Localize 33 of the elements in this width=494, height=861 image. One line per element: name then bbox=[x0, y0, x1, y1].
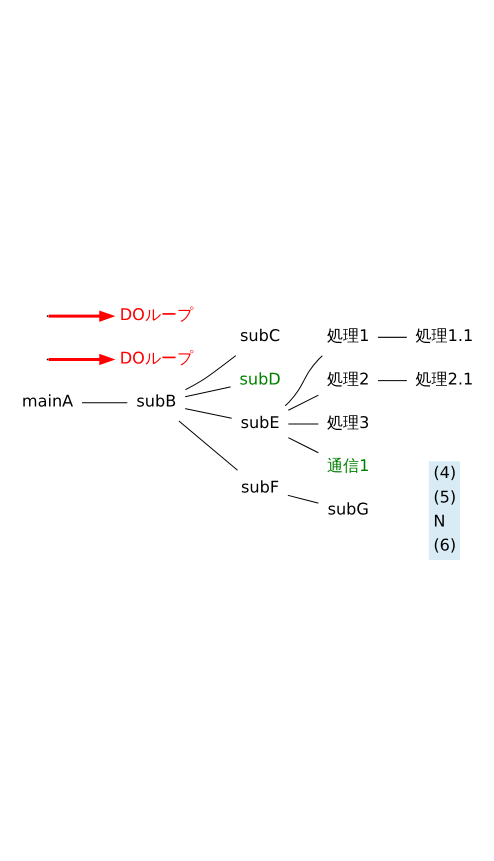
node-text: DOループ bbox=[119, 304, 192, 324]
node-text: subB bbox=[136, 391, 176, 410]
node-text: 処理1.1 bbox=[415, 326, 473, 345]
node-text: 処理2.1 bbox=[415, 368, 473, 388]
connector bbox=[378, 336, 406, 338]
node-text: 通信1 bbox=[326, 456, 369, 475]
node-text: 処理1 bbox=[326, 326, 369, 345]
connector bbox=[184, 354, 236, 390]
connector bbox=[288, 422, 318, 424]
connector bbox=[287, 494, 318, 504]
connector bbox=[178, 420, 238, 470]
label: N bbox=[432, 510, 445, 530]
connector bbox=[284, 354, 322, 406]
connector bbox=[184, 408, 232, 418]
connector bbox=[378, 380, 406, 381]
connector bbox=[288, 394, 318, 410]
label: (6) bbox=[432, 535, 456, 554]
arrow bbox=[48, 310, 115, 322]
node-text: 処理2 bbox=[326, 368, 369, 388]
node-text: subF bbox=[240, 476, 279, 496]
connector bbox=[82, 402, 127, 403]
label: (5) bbox=[432, 486, 456, 506]
arrow bbox=[48, 353, 115, 365]
label: (4) bbox=[432, 462, 456, 482]
node-text: 処理3 bbox=[326, 412, 369, 432]
node-text: DOループ bbox=[119, 348, 192, 367]
node-text: subE bbox=[240, 412, 280, 432]
connector bbox=[288, 436, 318, 453]
node-text: mainA bbox=[21, 391, 73, 410]
node-text: subC bbox=[240, 326, 280, 345]
node-text: subD bbox=[238, 368, 280, 388]
connector bbox=[184, 386, 230, 397]
node-text: subG bbox=[327, 498, 368, 518]
